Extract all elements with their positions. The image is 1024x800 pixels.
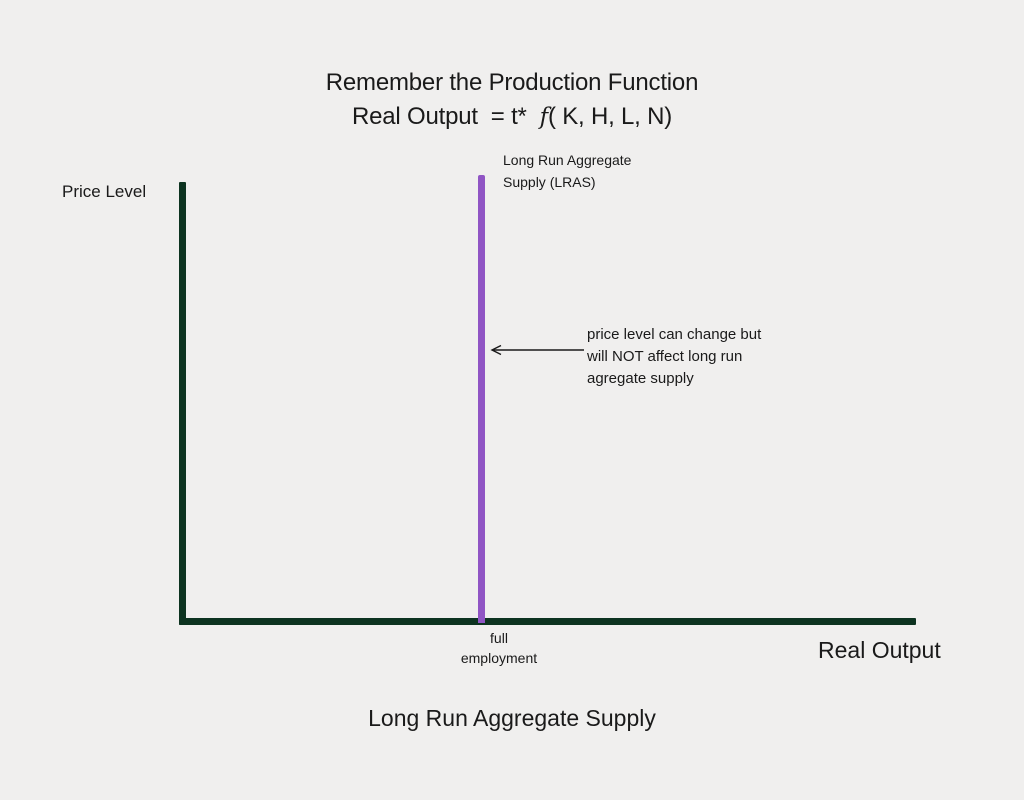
full-employment-label: full employment xyxy=(420,628,578,668)
title-line-1: Remember the Production Function xyxy=(325,69,699,96)
annotation-line-3: agregate supply xyxy=(587,370,694,387)
full-employment-line-2: employment xyxy=(460,650,538,666)
production-function-prefix: Real Output = t* xyxy=(351,103,540,130)
annotation-line-2: will NOT affect long run xyxy=(587,348,743,365)
function-arguments: ( K, H, L, N) xyxy=(547,103,673,130)
x-axis-label: Real Output xyxy=(818,637,941,663)
y-axis xyxy=(179,182,186,625)
x-axis xyxy=(179,618,916,625)
lras-curve xyxy=(478,175,485,623)
lras-label: Long Run Aggregate Supply (LRAS) xyxy=(503,149,631,193)
full-employment-line-1: full xyxy=(490,630,508,646)
y-axis-label: Price Level xyxy=(62,182,147,201)
lras-label-line-2: Supply (LRAS) xyxy=(503,174,596,190)
annotation-line-1: price level can change but xyxy=(587,326,762,343)
annotation-arrow-icon xyxy=(490,344,584,356)
title-line-2: Real Output = t* f( K, H, L, N) xyxy=(0,100,1024,134)
function-symbol: f xyxy=(539,104,549,130)
lras-label-line-1: Long Run Aggregate xyxy=(503,152,632,168)
diagram-caption: Long Run Aggregate Supply xyxy=(368,705,656,731)
annotation-text: price level can change but will NOT affe… xyxy=(587,324,761,390)
title-block: Remember the Production Function Real Ou… xyxy=(0,66,1024,134)
